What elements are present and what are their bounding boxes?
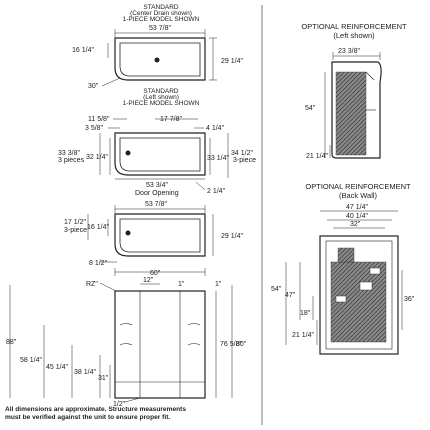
top1-left-depth: 16 1/4" — [72, 47, 94, 54]
top2-dim-c: 3 5/8" — [85, 125, 104, 132]
reinf-back-height-a: 54" — [271, 286, 282, 293]
reinf-back-width-b: 40 1/4" — [346, 213, 368, 220]
front-right-top-b: 1" — [215, 281, 222, 288]
top1-width: 53 7/8" — [149, 25, 171, 32]
top-view-center-drain: STANDARD (Center Drain shown) 1-PIECE MO… — [72, 4, 243, 90]
front-elevation: 60" RZ" 12" 1" 1" 88" 58 1/4" 45 1/4" 38… — [6, 268, 247, 408]
top1-title-3: 1-PIECE MODEL SHOWN — [123, 16, 200, 23]
top2-dim-a: 11 5/8" — [88, 116, 110, 123]
top1-title-2: (Center Drain shown) — [130, 10, 192, 17]
front-height-b: 45 1/4" — [46, 364, 68, 371]
front-height-f: 80" — [236, 341, 247, 348]
front-bottom: 1/2" — [113, 401, 126, 408]
reinf-back-width-c: 32" — [350, 221, 361, 228]
top3-right-depth: 29 1/4" — [221, 233, 243, 240]
top2-door-width: 53 3/4" — [146, 182, 168, 189]
top2-title-2: (Left shown) — [143, 94, 179, 101]
top1-title-1: STANDARD — [143, 4, 179, 11]
top3-width: 53 7/8" — [145, 201, 167, 208]
top2-door-label: Door Opening — [135, 190, 179, 197]
reinf-back-title-1: OPTIONAL REINFORCEMENT — [305, 182, 411, 191]
reinf-back-title-2: (Back Wall) — [339, 191, 378, 200]
reinf-back-height-c: 18" — [300, 310, 311, 317]
top2-left-inner: 32 1/4" — [86, 154, 108, 161]
reinf-back-width-a: 47 1/4" — [346, 204, 368, 211]
top2-right-inner: 33 1/4" — [207, 155, 229, 162]
reinforcement-side-view: OPTIONAL REINFORCEMENT (Left shown) 23 3… — [301, 22, 407, 160]
disclaimer-line-2: must be verified against the unit to ens… — [5, 414, 171, 421]
top-view-left-drain: STANDARD (Left shown) 1-PIECE MODEL SHOW… — [58, 88, 256, 197]
top3-bottom-left: 8 1/2" — [89, 260, 108, 267]
top3-left-outer-sub: 3-piece — [64, 227, 87, 234]
top1-radius: 30" — [88, 83, 99, 90]
reinf-back-height-right: 36" — [404, 296, 415, 303]
front-height-c: 38 1/4" — [74, 369, 96, 376]
reinf-side-height: 54" — [305, 105, 316, 112]
top2-title-1: STANDARD — [143, 88, 179, 95]
front-width: 60" — [150, 270, 161, 277]
disclaimer-line-1: All dimensions are approximate. Structur… — [5, 406, 187, 413]
top2-bottom-right: 2 1/4" — [207, 188, 226, 195]
reinf-side-title-2: (Left shown) — [333, 31, 375, 40]
reinf-side-width: 23 3/8" — [338, 48, 360, 55]
top2-right-outer-sub: 3-piece — [233, 157, 256, 164]
reinf-back-height-b: 47" — [285, 292, 296, 299]
reinf-side-title-1: OPTIONAL REINFORCEMENT — [301, 22, 407, 31]
front-center-width: 12" — [143, 277, 154, 284]
top-view-three-piece: 53 7/8" 17 1/2" 3-piece 16 1/4" 29 1/4" … — [64, 201, 243, 267]
reinf-back-height-d: 21 1/4" — [292, 332, 314, 339]
top2-dim-d: 4 1/4" — [206, 125, 225, 132]
top3-left-inner: 16 1/4" — [87, 224, 109, 231]
top2-title-3: 1-PIECE MODEL SHOWN — [123, 100, 200, 107]
top1-right-depth: 29 1/4" — [221, 58, 243, 65]
top3-left-outer: 17 1/2" — [64, 219, 86, 226]
front-height-e: 76 5/8" — [220, 341, 242, 348]
front-height-d: 31" — [98, 375, 109, 382]
front-height-total: 88" — [6, 339, 17, 346]
reinf-side-bottom: 21 1/4" — [306, 153, 328, 160]
top2-left-outer: 33 3/8" — [58, 150, 80, 157]
top2-left-outer-sub: 3 pieces — [58, 157, 85, 164]
reinforcement-back-view: OPTIONAL REINFORCEMENT (Back Wall) 47 1/… — [271, 182, 415, 355]
front-rz: RZ" — [86, 281, 98, 288]
disclaimer-note: All dimensions are approximate. Structur… — [5, 406, 255, 422]
top2-dim-b: 17 7/8" — [160, 116, 182, 123]
front-height-a: 58 1/4" — [20, 357, 42, 364]
front-right-top-a: 1" — [178, 281, 185, 288]
top2-right-outer: 34 1/2" — [231, 150, 253, 157]
